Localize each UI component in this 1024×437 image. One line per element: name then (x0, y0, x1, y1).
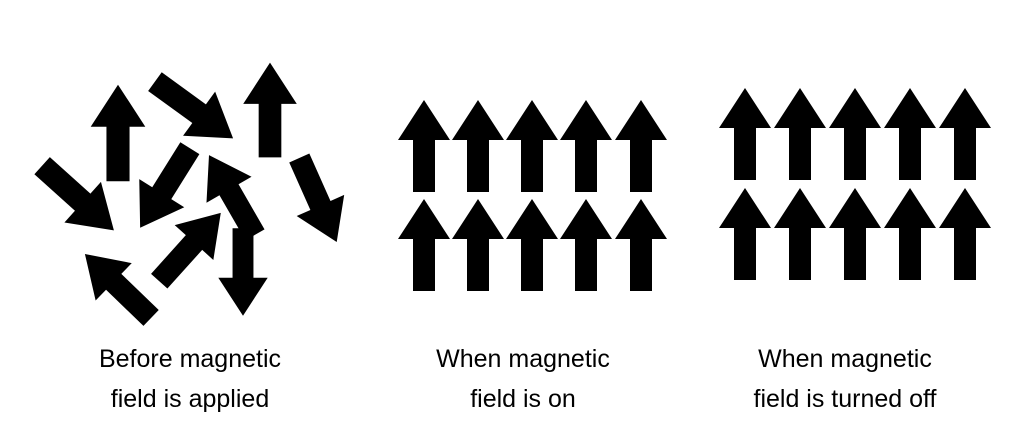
arrow-icon (774, 188, 826, 280)
arrow-icon (560, 199, 612, 291)
caption-line: When magnetic (758, 345, 932, 373)
arrow-icon (218, 228, 268, 316)
arrow-icon (884, 188, 936, 280)
random-domains (34, 62, 345, 326)
arrow-icon (506, 100, 558, 192)
arrow-icon (560, 100, 612, 192)
arrow-icon (206, 155, 265, 241)
arrow-icon (398, 100, 450, 192)
caption-line: field is applied (110, 385, 270, 413)
arrow-icon (829, 188, 881, 280)
arrow-icon (939, 88, 991, 180)
arrow-icon (615, 100, 667, 192)
arrow-icon (719, 88, 771, 180)
arrow-icon (774, 88, 826, 180)
caption-line: field is turned off (753, 385, 937, 413)
aligned-domains-field-off (719, 88, 991, 280)
arrow-icon (452, 100, 504, 192)
caption-line: field is on (470, 385, 576, 413)
arrow-icon (452, 199, 504, 291)
arrow-icon (719, 188, 771, 280)
caption-line: When magnetic (436, 345, 610, 373)
caption-off: When magnetic field is turned off (695, 339, 995, 419)
arrow-icon (615, 199, 667, 291)
arrow-icon (243, 62, 297, 158)
arrow-icon (84, 254, 159, 326)
aligned-domains-field-on (398, 100, 667, 291)
arrow-icon (34, 157, 114, 231)
arrow-icon (90, 84, 146, 182)
arrow-icon (398, 199, 450, 291)
arrow-icon (148, 72, 234, 139)
arrow-icon (151, 212, 221, 289)
arrow-icon (884, 88, 936, 180)
caption-before: Before magnetic field is applied (40, 339, 340, 419)
arrow-icon (506, 199, 558, 291)
arrow-icon (139, 142, 200, 228)
caption-line: Before magnetic (98, 345, 282, 373)
caption-on: When magnetic field is on (373, 339, 673, 419)
arrow-icon (829, 88, 881, 180)
arrow-icon (289, 153, 345, 243)
arrow-icon (939, 188, 991, 280)
